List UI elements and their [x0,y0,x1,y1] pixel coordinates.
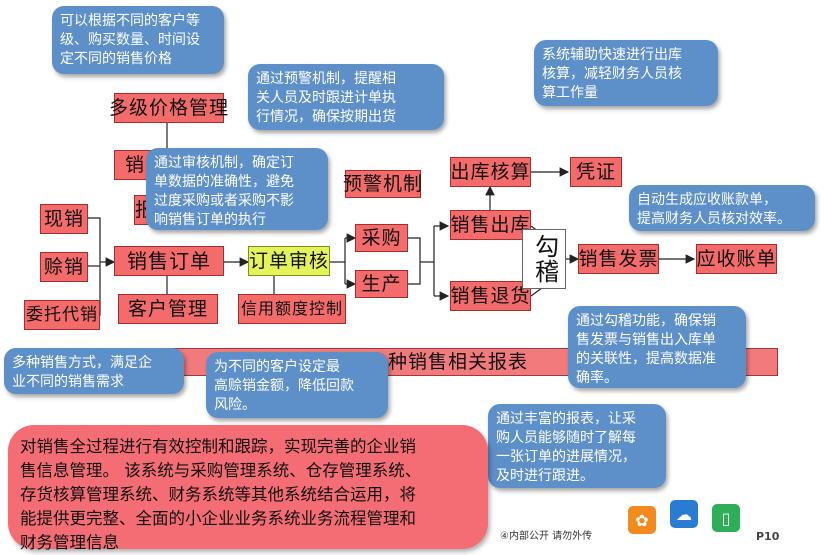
callout-price: 可以根据不同的客户等 级、购买数量、时间设 定不同的销售价格 [52,6,224,74]
callout-receivable: 自动生成应收账款单， 提高财务人员核对效率。 [629,185,815,231]
credit-sales: 赊销 [40,252,88,282]
outbound-accounting: 出库核算 [450,157,531,187]
multi-price-management: 多级价格管理 [109,93,228,123]
sales-return: 销售退货 [450,281,531,311]
warning-mechanism: 预警机制 [343,170,422,198]
sales-outbound: 销售出库 [450,210,531,240]
cash-sales: 现销 [40,204,88,234]
production: 生产 [355,270,408,298]
callout-warning: 通过预警机制，提醒相 关人员及时跟进计单执 行情况，确保按期出货 [248,64,444,130]
consignment-sales: 委托代销 [24,300,100,330]
credit-limit-control: 信用额度控制 [238,294,346,324]
page-number: P10 [756,530,780,543]
sales-invoice: 销售发票 [578,244,659,274]
callout-reconcile: 通过勾稽功能，确保销 售发票与销售出入库单 的关联性，提高数据准 确率。 [568,306,746,388]
share-icon: ✿ [628,506,656,534]
sales-order: 销售订单 [114,246,224,276]
callout-credit: 为不同的客户设定最 高赊销金额，降低回款 风险。 [206,352,388,418]
callout-sales-methods: 多种销售方式，满足企 业不同的销售需求 [4,348,184,394]
reconcile-text: 勾稽 [530,234,559,284]
callout-review: 通过审核机制，确定订 单数据的准确性，避免 过度采购或者采购不影 响销售订单的执… [146,148,328,230]
footer-notice: ④内部公开 请勿外传 [500,531,593,542]
cloud-icon: ☁ [670,500,698,528]
voucher: 凭证 [570,157,622,187]
summary-text: 对销售全过程进行有效控制和跟踪，实现完善的企业销 售信息管理。 该系统与采购管理… [8,425,488,552]
purchase: 采购 [355,224,408,252]
reconcile-box: 勾稽 [522,229,566,289]
receivable-bill: 应收账单 [696,244,777,274]
order-review: 订单审核 [248,246,330,276]
callout-outbound: 系统辅助快速进行出库 核算，减轻财务人员核 算工作量 [534,40,718,106]
phone-icon: ▯ [712,504,740,532]
callout-reports: 通过丰富的报表，让采 购人员能够随时了解每 一张订单的进展情况， 及时进行跟进。 [488,404,666,488]
customer-management: 客户管理 [118,294,218,324]
